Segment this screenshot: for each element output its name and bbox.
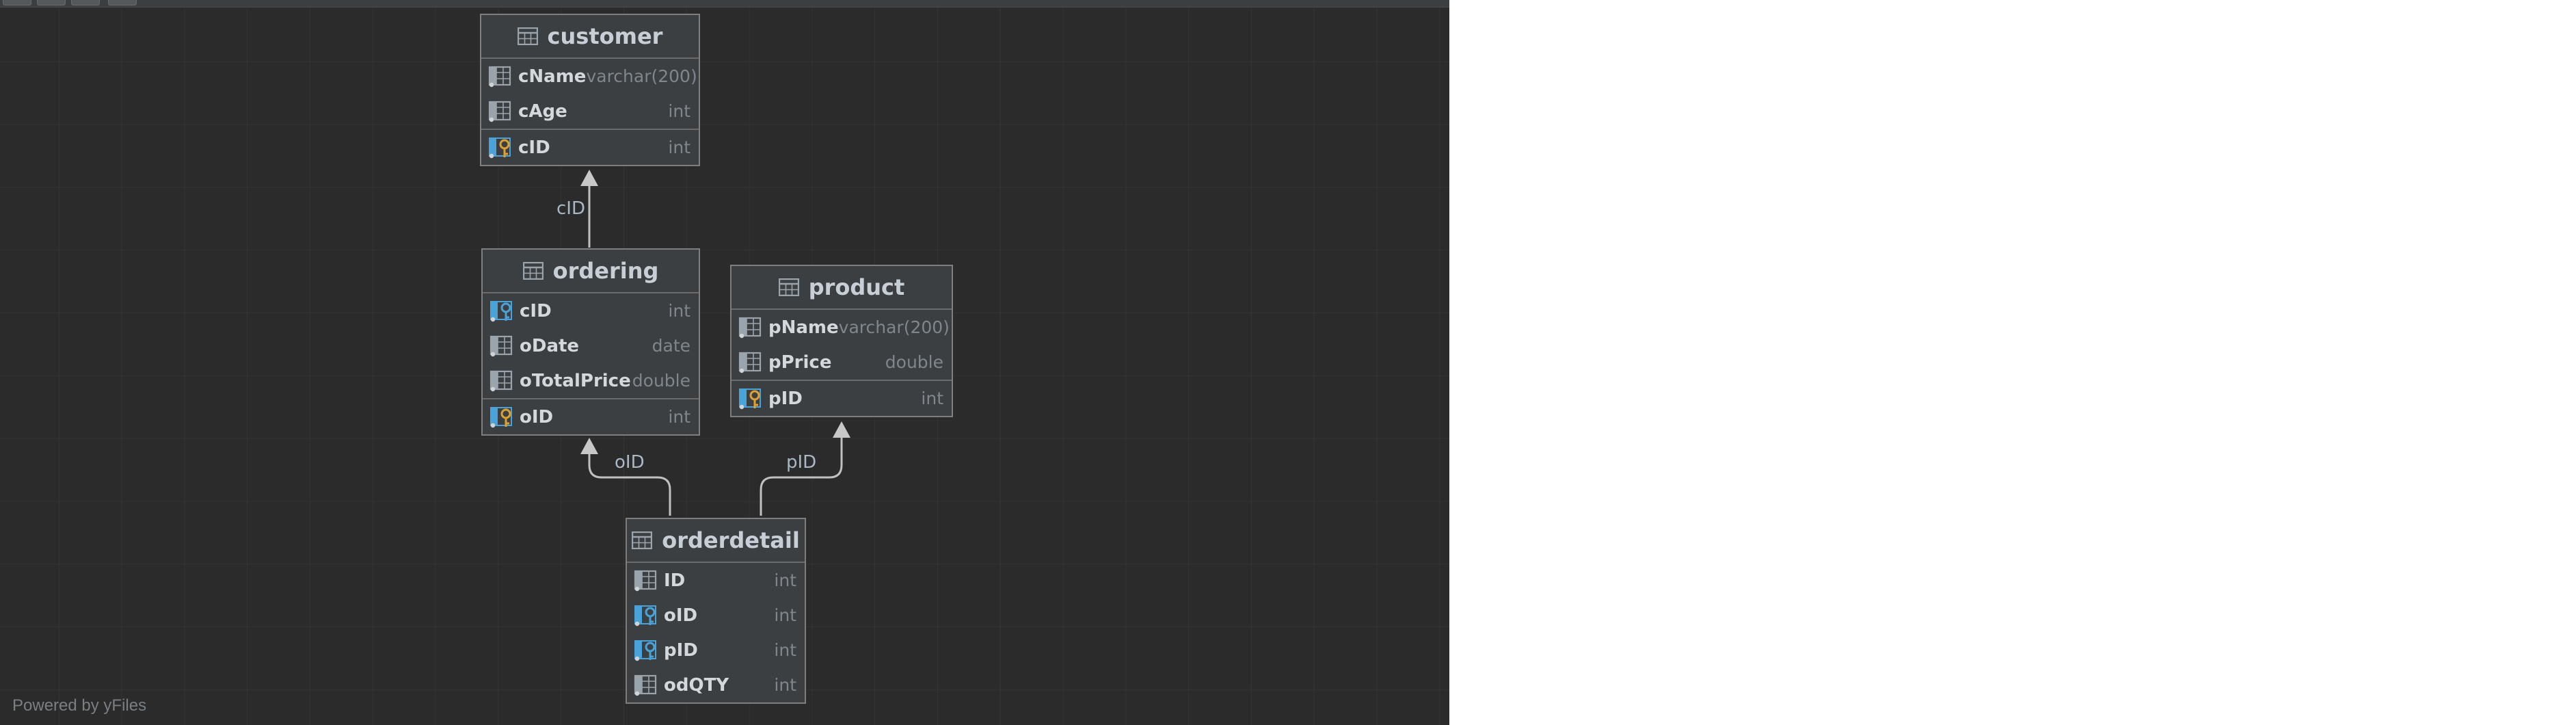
table-icon	[778, 278, 799, 296]
table-icon	[522, 262, 544, 280]
column-name: oDate	[520, 335, 580, 356]
column-row-cAge[interactable]: cAge int	[481, 94, 699, 129]
toolbar-button-1[interactable]	[3, 0, 31, 5]
column-row-pPrice[interactable]: pPrice double	[732, 345, 952, 380]
column-name: cAge	[518, 101, 567, 122]
table-title: customer	[547, 23, 663, 49]
column-name: cName	[518, 66, 587, 87]
table-header[interactable]: ordering	[483, 250, 699, 293]
column-type: date	[652, 336, 690, 356]
edge-orderdetail-product	[760, 434, 843, 516]
column-type: int	[774, 570, 796, 590]
toolbar-button-4[interactable]	[108, 0, 137, 5]
table-header[interactable]: orderdetail	[627, 519, 805, 563]
column-row-oID[interactable]: oID int	[483, 398, 699, 434]
column-icon	[489, 370, 513, 391]
edge-orderdetail-ordering	[588, 451, 671, 516]
column-name: pName	[768, 317, 839, 338]
toolbar-button-3[interactable]	[71, 0, 100, 5]
column-icon	[634, 570, 657, 591]
table-title: orderdetail	[662, 527, 800, 553]
column-row-cID[interactable]: cID int	[481, 129, 699, 165]
foreign-key-icon	[634, 605, 656, 626]
column-icon	[489, 335, 513, 356]
column-type: int	[921, 388, 943, 408]
foreign-key-icon	[490, 300, 512, 321]
column-icon	[488, 66, 511, 87]
column-name: oID	[520, 406, 554, 427]
column-name: pID	[768, 388, 803, 409]
table-title: product	[808, 274, 905, 300]
column-type: double	[885, 352, 943, 372]
edge-label-cID: cID	[556, 198, 585, 219]
table-header[interactable]: customer	[481, 15, 699, 59]
column-row-pID[interactable]: pID int	[732, 380, 952, 416]
relation-edges	[580, 170, 850, 516]
column-type: int	[774, 605, 796, 625]
column-row-oDate[interactable]: oDate date	[483, 328, 699, 363]
powered-by-footer: Powered by yFiles	[12, 696, 147, 715]
column-row-pID[interactable]: pID int	[627, 633, 805, 668]
arrowhead-product	[833, 421, 850, 438]
column-type: varchar(200)	[838, 317, 950, 337]
column-icon	[738, 352, 762, 373]
edge-label-pID: pID	[786, 452, 817, 473]
column-icon	[738, 317, 762, 338]
table-icon	[517, 27, 538, 45]
primary-key-icon	[739, 388, 761, 409]
column-row-oID[interactable]: oID int	[627, 598, 805, 633]
foreign-key-icon	[634, 640, 656, 661]
column-name: ID	[664, 570, 686, 591]
column-type: int	[774, 640, 796, 660]
column-name: cID	[518, 137, 550, 158]
column-type: double	[632, 371, 690, 391]
column-name: pID	[664, 640, 698, 661]
arrowhead-customer	[580, 170, 598, 186]
column-row-cID[interactable]: cID int	[483, 293, 699, 328]
edge-label-oID: oID	[615, 452, 645, 473]
column-name: cID	[520, 300, 552, 321]
column-name: pPrice	[768, 352, 832, 373]
column-type: int	[668, 137, 690, 157]
primary-key-icon	[489, 137, 511, 158]
column-row-odQTY[interactable]: odQTY int	[627, 668, 805, 702]
column-name: oTotalPrice	[520, 370, 631, 391]
toolbar-button-2[interactable]	[37, 0, 66, 5]
column-type: int	[668, 301, 690, 321]
column-type: varchar(200)	[586, 66, 697, 86]
table-icon	[632, 531, 653, 549]
column-type: int	[668, 101, 690, 121]
column-name: odQTY	[664, 674, 729, 696]
column-type: int	[668, 407, 690, 427]
column-icon	[488, 101, 511, 122]
column-icon	[634, 674, 657, 696]
table-title: ordering	[552, 258, 659, 284]
column-row-ID[interactable]: ID int	[627, 563, 805, 598]
primary-key-icon	[490, 406, 512, 427]
column-type: int	[774, 675, 796, 695]
diagram-toolbar	[0, 0, 1449, 8]
table-header[interactable]: product	[732, 266, 952, 310]
arrowhead-ordering	[580, 438, 598, 454]
column-name: oID	[664, 605, 698, 626]
